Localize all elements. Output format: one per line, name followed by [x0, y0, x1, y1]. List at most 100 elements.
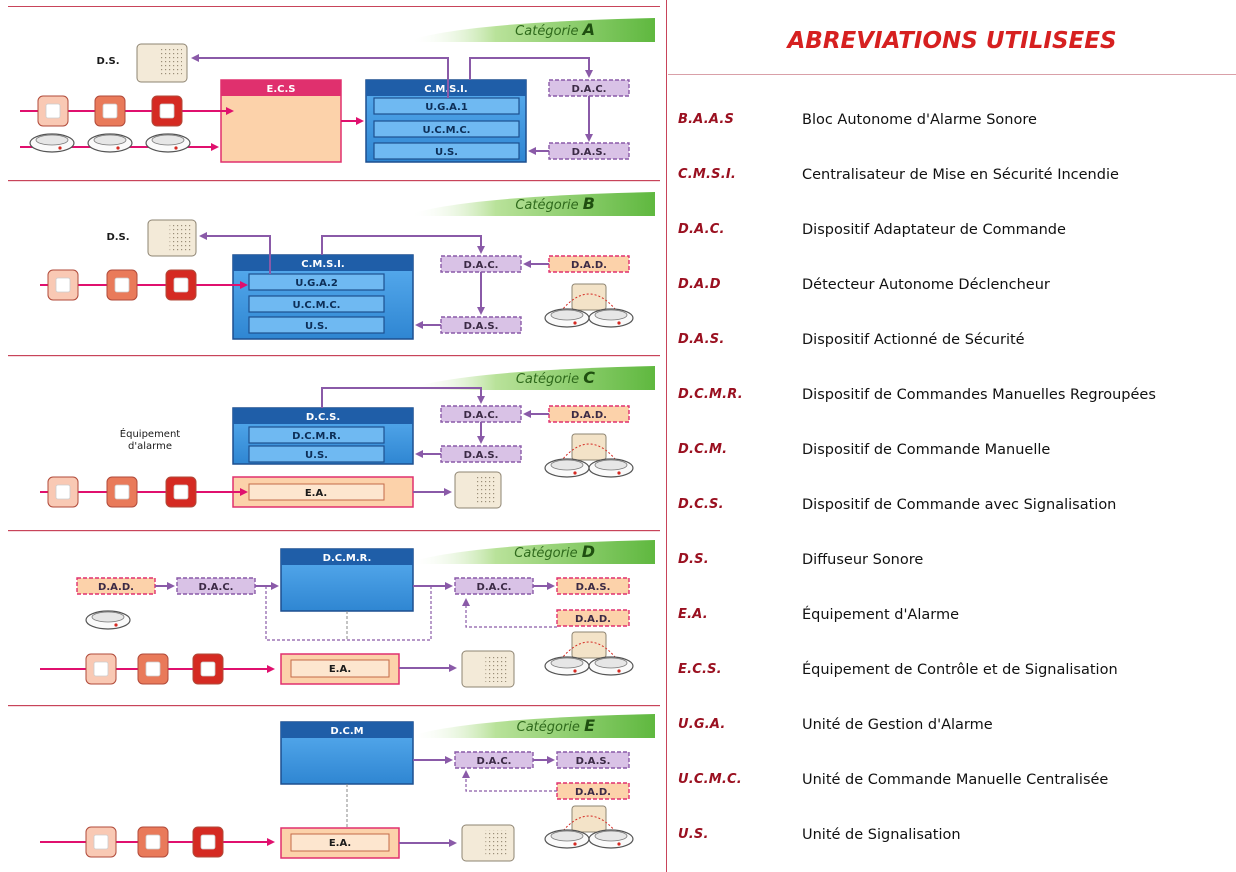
ea-label: E.A. [329, 838, 351, 849]
ea-slot [248, 483, 385, 501]
dcs-to-dac-line [321, 387, 485, 408]
dac-box-label: D.A.C. [477, 756, 512, 767]
abbreviation-code: D.A.C. [678, 222, 725, 237]
call-point-glass [159, 103, 175, 119]
cmsi-box-b-header [233, 255, 413, 271]
detector-led [573, 842, 577, 846]
detector-led [617, 669, 621, 673]
panel-divider [8, 180, 660, 182]
abbreviation-code: D.A.D [678, 277, 721, 292]
abbreviation-code: E.A. [678, 607, 708, 622]
cmsi-box-a-title: C.M.S.I. [424, 84, 467, 95]
abbreviation-definition: Bloc Autonome d'Alarme Sonore [802, 112, 1037, 128]
abbreviation-row: D.A.S. Dispositif Actionné de Sécurité [668, 332, 1236, 358]
abbreviation-definition: Dispositif de Commande Manuelle [802, 442, 1051, 458]
abbreviation-code: D.C.M.R. [678, 387, 743, 402]
title-divider [668, 74, 1236, 75]
detector-led [573, 471, 577, 475]
abbreviation-definition: Équipement de Contrôle et de Signalisati… [802, 662, 1118, 678]
module-slot [248, 273, 385, 291]
abbreviation-row: U.C.M.C.Unité de Commande Manuelle Centr… [668, 772, 1236, 798]
abbreviation-code: U.S. [678, 827, 709, 842]
module-label: U.G.A.2 [295, 278, 338, 289]
dac-box-label: D.A.C. [464, 410, 499, 421]
detector-led [617, 321, 621, 325]
abbreviation-row: U.S. Unité de Signalisation [668, 827, 1236, 853]
abbreviation-definition: Diffuseur Sonore [802, 552, 924, 568]
call-point-glass [200, 661, 216, 677]
abbreviation-code: D.C.S. [678, 497, 724, 512]
detector-head [550, 309, 584, 321]
abbreviation-definition: Dispositif Adaptateur de Commande [802, 222, 1066, 238]
module-label: U.G.A.1 [425, 102, 468, 113]
cmsi-to-ds-line [191, 54, 449, 98]
module-label: U.C.M.C. [423, 125, 471, 136]
abbreviation-code: D.S. [678, 552, 709, 567]
category-banner [410, 18, 655, 42]
dcm-header [281, 722, 413, 738]
das-box-label: D.A.S. [464, 321, 499, 332]
sounder-grille [159, 49, 182, 77]
abbreviation-code: C.M.S.I. [678, 167, 737, 182]
dad-unit [571, 805, 607, 833]
call-point-glass [145, 661, 161, 677]
detector-head [594, 657, 628, 669]
ea-slot [290, 833, 390, 852]
dcm-title: D.C.M [330, 726, 363, 737]
sounder-grille [169, 225, 192, 251]
call-point-glass [114, 484, 130, 500]
abbreviations-title: ABREVIATIONS UTILISEES [787, 28, 1117, 54]
abbreviation-row: D.S. Diffuseur Sonore [668, 552, 1236, 578]
das-box-label: D.A.S. [576, 756, 611, 767]
panel-divider [8, 6, 660, 7]
module-slot [248, 445, 385, 463]
category-label: Catégorie B [515, 194, 595, 213]
module-slot [248, 295, 385, 313]
category-banner [410, 540, 655, 564]
call-point-glass [102, 103, 118, 119]
sounder-grille [485, 656, 509, 682]
dcmr-header [281, 549, 413, 565]
call-point-glass [93, 834, 109, 850]
dad-box-label: D.A.D. [571, 410, 607, 421]
abbreviation-code: D.A.S. [678, 332, 725, 347]
detector-led [174, 146, 178, 150]
abbreviation-row: U.G.A.Unité de Gestion d'Alarme [668, 717, 1236, 743]
module-slot [373, 142, 520, 160]
call-point-glass [93, 661, 109, 677]
detector-head [550, 459, 584, 471]
cmsi-to-dac-line [469, 57, 593, 80]
call-point-glass [200, 834, 216, 850]
panel-divider [8, 355, 660, 357]
cmsi-to-ds-line [199, 232, 271, 274]
module-slot [373, 97, 520, 115]
detector-led [573, 669, 577, 673]
dac-box-label: D.A.C. [199, 582, 234, 593]
abbreviation-definition: Dispositif de Commandes Manuelles Regrou… [802, 387, 1156, 403]
dad-unit [571, 283, 607, 311]
detector-head [91, 611, 125, 623]
dad-to-dac-dashed [462, 598, 557, 628]
abbreviation-row: D.C.S. Dispositif de Commande avec Signal… [668, 497, 1236, 523]
abbreviation-row: D.C.M.Dispositif de Commande Manuelle [668, 442, 1236, 468]
call-point-glass [55, 484, 71, 500]
detector-led [573, 321, 577, 325]
cmsi-to-dac-line [321, 235, 485, 255]
dad-unit [571, 631, 607, 659]
abbreviation-definition: Dispositif de Commande avec Signalisatio… [802, 497, 1117, 513]
abbreviation-definition: Détecteur Autonome Déclencheur [802, 277, 1050, 293]
dad-box [556, 609, 630, 627]
module-label: U.C.M.C. [293, 300, 341, 311]
detector-led [617, 842, 621, 846]
call-point-glass [173, 277, 189, 293]
abbreviation-code: U.G.A. [678, 717, 726, 732]
abbreviation-definition: Dispositif Actionné de Sécurité [802, 332, 1025, 348]
abbreviation-definition: Unité de Signalisation [802, 827, 961, 843]
dcmr-link-dashed [265, 586, 432, 641]
detector-head [594, 459, 628, 471]
detector-head [35, 134, 69, 146]
module-label: U.S. [435, 147, 458, 158]
